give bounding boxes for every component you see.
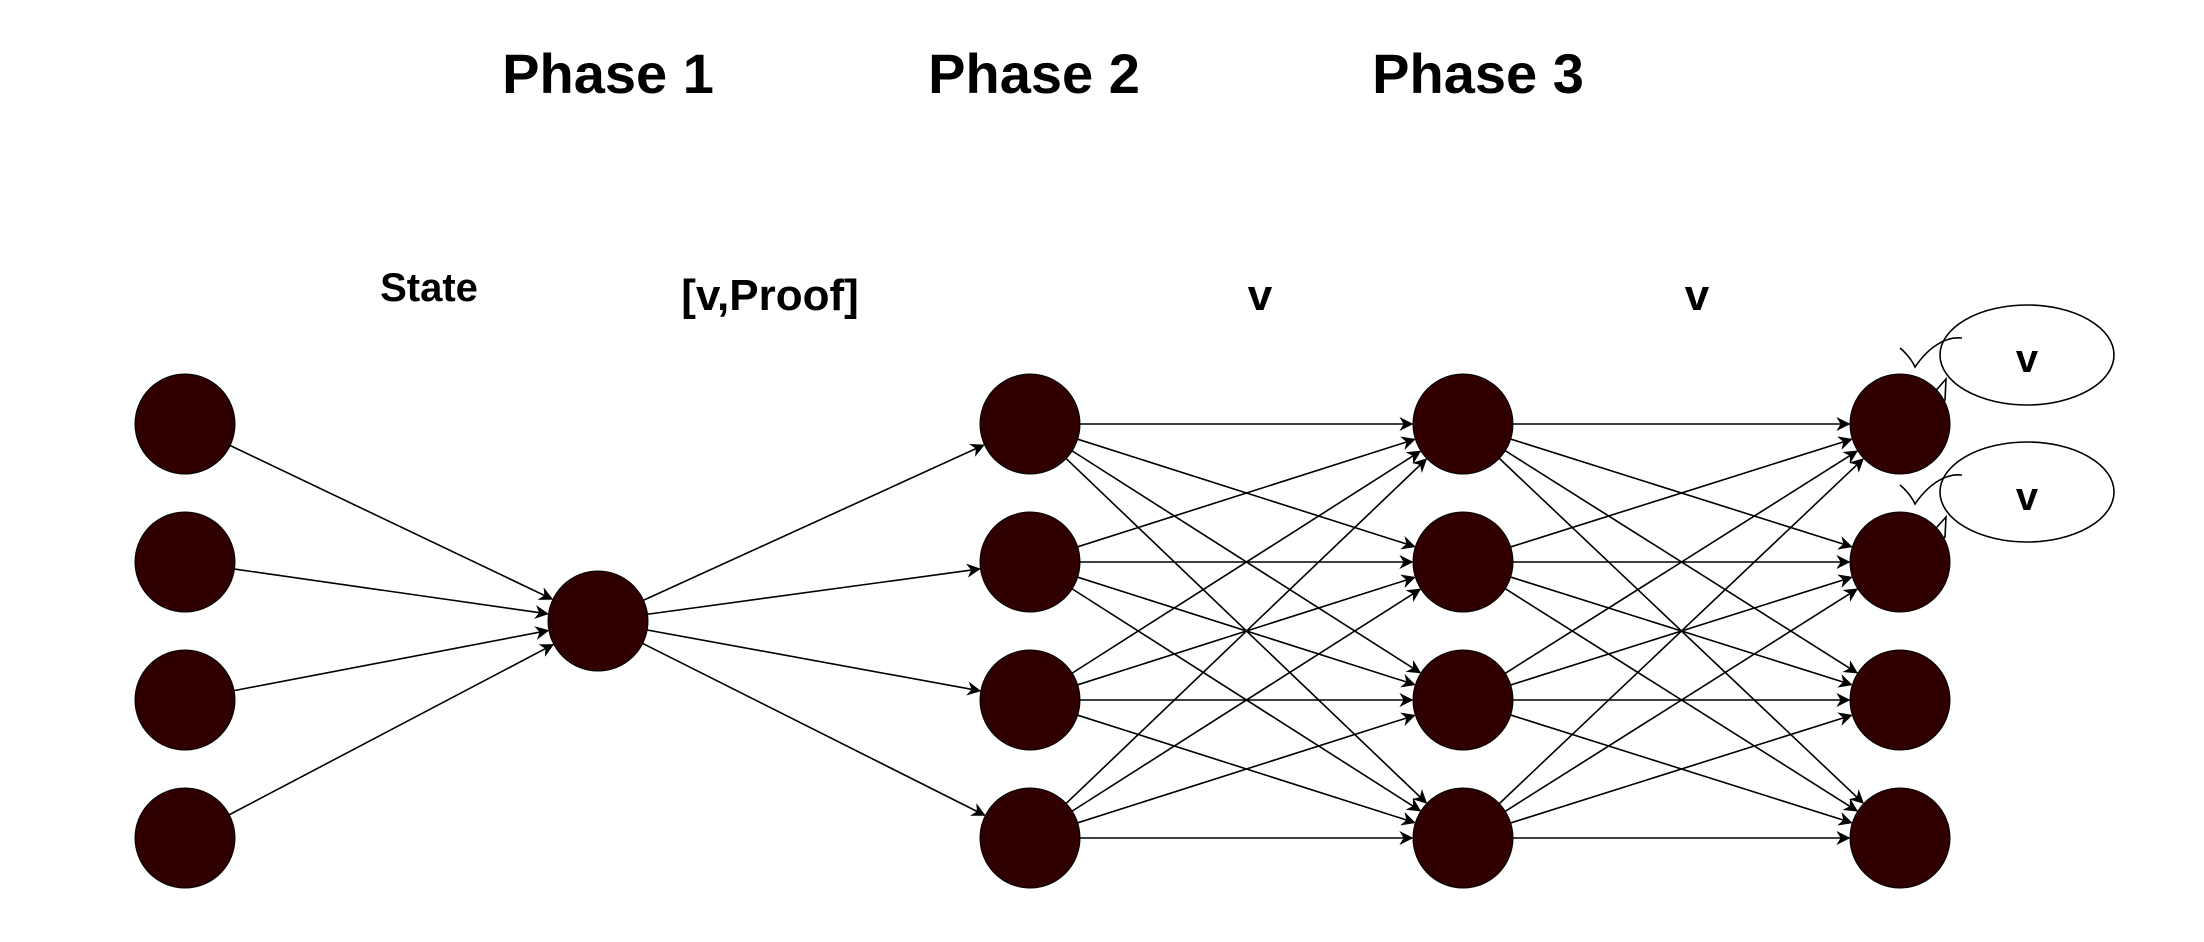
edge-hub-to-c2-2 bbox=[647, 563, 981, 616]
edge-left-2-to-hub bbox=[234, 568, 549, 619]
edge-group bbox=[228, 417, 1864, 845]
state-label: State bbox=[380, 266, 478, 310]
node-c2-4 bbox=[979, 787, 1081, 889]
edge-c3-4-to-c4-3 bbox=[1510, 712, 1853, 824]
edge-c2-3-to-c3-1 bbox=[1071, 450, 1422, 674]
edge-left-1-to-hub bbox=[229, 444, 554, 600]
node-hub bbox=[547, 570, 649, 672]
edge-c3-3-to-c4-1 bbox=[1504, 450, 1859, 674]
speech-bubble-top-text: v bbox=[2016, 337, 2039, 381]
node-c3-1 bbox=[1412, 373, 1514, 475]
node-left-1 bbox=[134, 373, 236, 475]
phase-2-title: Phase 2 bbox=[928, 42, 1140, 105]
edge-c3-4-to-c4-1 bbox=[1498, 458, 1864, 805]
phase-1-title: Phase 1 bbox=[502, 42, 714, 105]
node-left-2 bbox=[134, 511, 236, 613]
node-c4-3 bbox=[1849, 649, 1951, 751]
node-c2-1 bbox=[979, 373, 1081, 475]
v-label-phase2: v bbox=[1248, 271, 1273, 320]
edge-c2-4-to-c3-2 bbox=[1071, 588, 1422, 812]
node-c4-1 bbox=[1849, 373, 1951, 475]
node-c2-2 bbox=[979, 511, 1081, 613]
edge-left-3-to-hub bbox=[233, 626, 550, 692]
node-group bbox=[134, 373, 1951, 889]
edge-left-4-to-hub bbox=[228, 644, 555, 816]
speech-bubble-second-text: v bbox=[2016, 475, 2039, 519]
edge-c2-2-to-c3-1 bbox=[1077, 436, 1416, 548]
node-c3-3 bbox=[1412, 649, 1514, 751]
node-left-4 bbox=[134, 787, 236, 889]
edge-hub-to-c2-4 bbox=[642, 642, 986, 816]
v-proof-label: [v,Proof] bbox=[681, 271, 859, 320]
node-c4-4 bbox=[1849, 787, 1951, 889]
edge-hub-to-c2-1 bbox=[643, 444, 985, 601]
speech-bubble-top: v bbox=[1899, 304, 2115, 421]
edge-c3-4-to-c4-2 bbox=[1504, 588, 1859, 812]
node-left-3 bbox=[134, 649, 236, 751]
node-c3-4 bbox=[1412, 787, 1514, 889]
node-c4-2 bbox=[1849, 511, 1951, 613]
edge-hub-to-c2-3 bbox=[647, 629, 982, 696]
v-label-phase3: v bbox=[1685, 271, 1710, 320]
node-c2-3 bbox=[979, 649, 1081, 751]
edge-c2-4-to-c3-3 bbox=[1077, 712, 1416, 824]
edge-c2-4-to-c3-1 bbox=[1065, 458, 1428, 805]
node-c3-2 bbox=[1412, 511, 1514, 613]
speech-bubble-second: v bbox=[1899, 441, 2115, 558]
phase-3-title: Phase 3 bbox=[1372, 42, 1584, 105]
edge-c3-2-to-c4-1 bbox=[1510, 436, 1853, 548]
